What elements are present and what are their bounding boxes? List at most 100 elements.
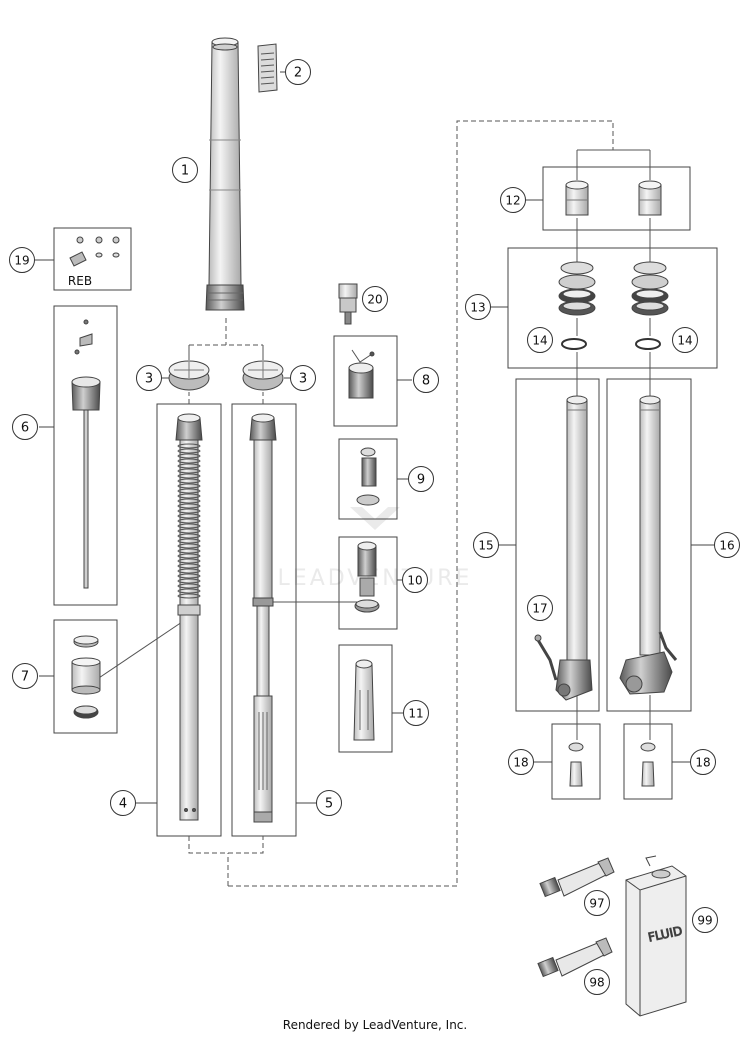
callout-number: 13 bbox=[470, 301, 485, 315]
piston-part bbox=[354, 541, 380, 613]
callout-number: 1 bbox=[181, 164, 189, 179]
grease-tube-98-part bbox=[537, 937, 613, 978]
callout-circle bbox=[362, 286, 388, 312]
callout-circle bbox=[285, 59, 311, 85]
bushing-set-part bbox=[71, 635, 101, 719]
reb-label: REB bbox=[68, 274, 92, 288]
assembly-lines bbox=[188, 120, 614, 887]
callout-c3a: 3 bbox=[136, 365, 162, 391]
grease-tube-97-part bbox=[539, 857, 615, 898]
callout-circle bbox=[584, 890, 610, 916]
inner-tube-left-part bbox=[534, 395, 593, 701]
callout-circle bbox=[316, 790, 342, 816]
callout-circle bbox=[672, 327, 698, 353]
callout-circle bbox=[714, 532, 740, 558]
callout-circle bbox=[527, 595, 553, 621]
callout-c6: 6 bbox=[12, 414, 38, 440]
callout-circle bbox=[408, 466, 434, 492]
callout-c11: 11 bbox=[403, 700, 429, 726]
callout-number: 15 bbox=[478, 539, 493, 553]
bleed-screw-right-part bbox=[640, 742, 656, 787]
callout-number: 11 bbox=[408, 707, 423, 721]
callout-number: 18 bbox=[513, 756, 528, 770]
callout-c12: 12 bbox=[500, 187, 526, 213]
callout-number: 6 bbox=[21, 421, 29, 436]
callout-number: 18 bbox=[695, 756, 710, 770]
callout-circle bbox=[584, 969, 610, 995]
callout-c7: 7 bbox=[12, 663, 38, 689]
callout-circle bbox=[508, 749, 534, 775]
top-cap-part bbox=[348, 349, 375, 399]
callout-circle bbox=[12, 414, 38, 440]
inner-tube-right-part bbox=[619, 395, 678, 695]
callout-circle bbox=[692, 907, 718, 933]
callout-c14b: 14 bbox=[672, 327, 698, 353]
box-8 bbox=[333, 335, 398, 427]
callout-number: 14 bbox=[677, 334, 692, 348]
outer-tube-part bbox=[205, 37, 245, 311]
damping-cartridge-part bbox=[249, 413, 277, 823]
callout-number: 10 bbox=[407, 574, 422, 588]
o-ring-left-part bbox=[561, 338, 587, 350]
callout-c99: 99 bbox=[692, 907, 718, 933]
callout-c4: 4 bbox=[110, 790, 136, 816]
callout-c19: 19 bbox=[9, 247, 35, 273]
callout-c17: 17 bbox=[527, 595, 553, 621]
box-5 bbox=[231, 403, 297, 837]
box-6 bbox=[53, 305, 118, 606]
callout-number: 19 bbox=[14, 254, 29, 268]
seal-stack-left-part bbox=[558, 261, 596, 316]
callout-circle bbox=[500, 187, 526, 213]
box-10 bbox=[338, 536, 398, 630]
seal-stack-right-part bbox=[631, 261, 669, 316]
footer-credit: Rendered by LeadVenture, Inc. bbox=[282, 1018, 468, 1032]
callout-c98: 98 bbox=[584, 969, 610, 995]
callout-c9: 9 bbox=[408, 466, 434, 492]
callout-number: 16 bbox=[719, 539, 734, 553]
damper-rod-part bbox=[71, 319, 101, 589]
callout-number: 14 bbox=[532, 334, 547, 348]
callout-number: 7 bbox=[21, 670, 29, 685]
callout-number: 3 bbox=[299, 372, 307, 387]
callout-circle bbox=[110, 790, 136, 816]
callout-c18b: 18 bbox=[690, 749, 716, 775]
callout-number: 5 bbox=[325, 797, 333, 812]
callout-c8: 8 bbox=[413, 367, 439, 393]
callout-c18a: 18 bbox=[508, 749, 534, 775]
callout-circle bbox=[136, 365, 162, 391]
callout-c15: 15 bbox=[473, 532, 499, 558]
callout-c20: 20 bbox=[362, 286, 388, 312]
callout-number: 20 bbox=[367, 293, 382, 307]
bushing-left-part bbox=[565, 180, 589, 216]
spring-cartridge-part bbox=[175, 413, 203, 821]
valve-part bbox=[356, 447, 380, 506]
callout-number: 98 bbox=[589, 976, 604, 990]
callout-number: 99 bbox=[697, 914, 712, 928]
callout-c1: 1 bbox=[172, 157, 198, 183]
callout-c97: 97 bbox=[584, 890, 610, 916]
callout-c14a: 14 bbox=[527, 327, 553, 353]
callout-number: 12 bbox=[505, 194, 520, 208]
callout-circle bbox=[690, 749, 716, 775]
callout-c5: 5 bbox=[316, 790, 342, 816]
callout-c3b: 3 bbox=[290, 365, 316, 391]
callout-circle bbox=[172, 157, 198, 183]
box-12 bbox=[542, 166, 691, 231]
callout-circle bbox=[413, 367, 439, 393]
callout-number: 8 bbox=[422, 374, 430, 389]
callout-circle bbox=[403, 700, 429, 726]
seal-ring-right bbox=[242, 360, 284, 391]
callout-circle bbox=[402, 567, 428, 593]
callout-c16: 16 bbox=[714, 532, 740, 558]
rebound-screw-set-part bbox=[69, 236, 120, 267]
part-axis-lines bbox=[77, 149, 651, 740]
callout-circle bbox=[12, 663, 38, 689]
callout-circle bbox=[473, 532, 499, 558]
o-ring-right-part bbox=[635, 338, 661, 350]
callout-number: 4 bbox=[119, 797, 127, 812]
callout-number: 17 bbox=[532, 602, 547, 616]
box-19 bbox=[53, 227, 132, 291]
callout-number: 97 bbox=[589, 897, 604, 911]
callout-circle bbox=[290, 365, 316, 391]
